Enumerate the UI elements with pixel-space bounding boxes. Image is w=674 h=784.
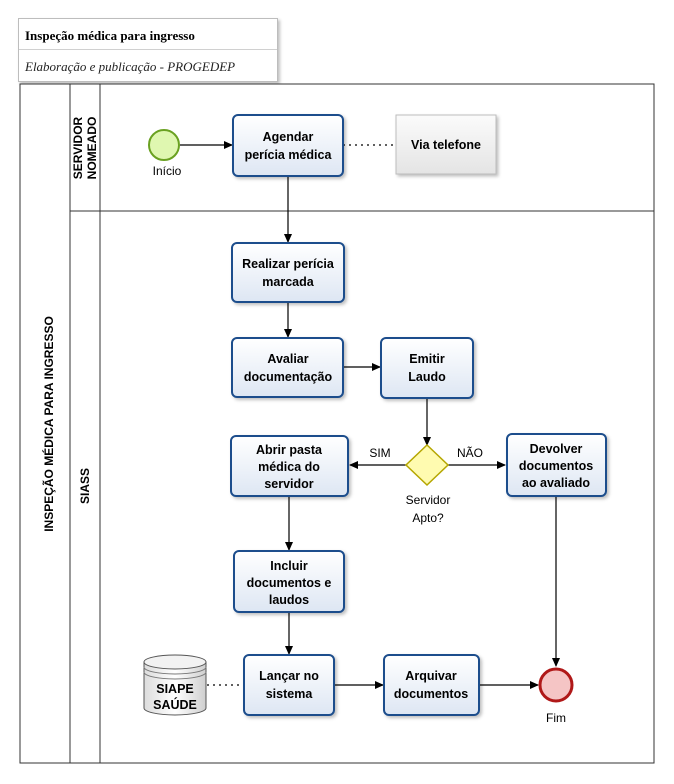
gateway-servidor-apto: Servidor Apto? SIM NÃO [369, 443, 483, 525]
svg-text:Incluir: Incluir [270, 559, 308, 573]
start-event-label: Início [153, 164, 182, 178]
start-event [148, 129, 180, 161]
lane-label-servidor: SERVIDOR NOMEADO [71, 116, 99, 179]
svg-text:sistema: sistema [266, 687, 314, 701]
gateway-label-line1: Servidor [406, 493, 451, 507]
gateway-no-label: NÃO [457, 446, 483, 460]
diagram-header: Inspeção médica para ingresso Elaboração… [18, 18, 278, 82]
svg-text:SIAPE: SIAPE [156, 682, 194, 696]
header-divider [19, 48, 277, 50]
svg-text:documentos: documentos [519, 459, 593, 473]
svg-text:Via telefone: Via telefone [411, 138, 481, 152]
task-emitir-laudo: Emitir Laudo [380, 337, 474, 399]
pool [19, 83, 655, 764]
svg-text:servidor: servidor [264, 477, 313, 491]
task-incluir-documentos: Incluir documentos e laudos [233, 550, 345, 613]
task-arquivar-documentos: Arquivar documentos [383, 654, 480, 716]
svg-text:documentos e: documentos e [247, 576, 332, 590]
svg-text:Laudo: Laudo [408, 370, 446, 384]
task-abrir-pasta: Abrir pasta médica do servidor [230, 435, 349, 497]
pool-label: INSPEÇÃO MÉDICA PARA INGRESSO [41, 316, 56, 532]
lane-label-siass: SIASS [78, 468, 92, 504]
svg-text:Lançar no: Lançar no [259, 669, 319, 683]
task-lancar-sistema: Lançar no sistema [243, 654, 335, 716]
svg-text:documentação: documentação [244, 370, 333, 384]
svg-text:SAÚDE: SAÚDE [153, 697, 197, 712]
datastore-siape-saude: SIAPE SAÚDE [143, 654, 207, 716]
task-devolver-documentos: Devolver documentos ao avaliado [506, 433, 607, 497]
task-agendar-pericia: Agendar perícia médica [232, 114, 344, 177]
task-realizar-pericia: Realizar perícia marcada [231, 242, 345, 303]
svg-text:Emitir: Emitir [409, 352, 445, 366]
lane-servidor-line1: SERVIDOR [71, 116, 85, 179]
svg-text:médica do: médica do [258, 460, 320, 474]
diagram-subtitle: Elaboração e publicação - PROGEDEP [25, 59, 236, 74]
svg-text:perícia médica: perícia médica [245, 148, 333, 162]
svg-text:Arquivar: Arquivar [405, 669, 457, 683]
svg-text:documentos: documentos [394, 687, 468, 701]
gateway-yes-label: SIM [369, 446, 390, 460]
svg-text:laudos: laudos [269, 593, 309, 607]
svg-text:ao avaliado: ao avaliado [522, 476, 590, 490]
connectors [180, 141, 560, 689]
lane-servidor-line2: NOMEADO [85, 117, 99, 180]
svg-text:Agendar: Agendar [263, 130, 314, 144]
svg-text:Devolver: Devolver [530, 442, 583, 456]
svg-text:Realizar perícia: Realizar perícia [242, 257, 335, 271]
note-via-telefone: Via telefone [395, 114, 497, 175]
end-event [538, 667, 574, 703]
end-event-label: Fim [546, 711, 566, 725]
diagram-title: Inspeção médica para ingresso [25, 28, 195, 43]
task-avaliar-documentacao: Avaliar documentação [231, 337, 344, 398]
svg-text:Abrir pasta: Abrir pasta [256, 443, 323, 457]
svg-text:marcada: marcada [262, 275, 314, 289]
gateway-label-line2: Apto? [412, 511, 444, 525]
svg-text:Avaliar: Avaliar [267, 352, 308, 366]
